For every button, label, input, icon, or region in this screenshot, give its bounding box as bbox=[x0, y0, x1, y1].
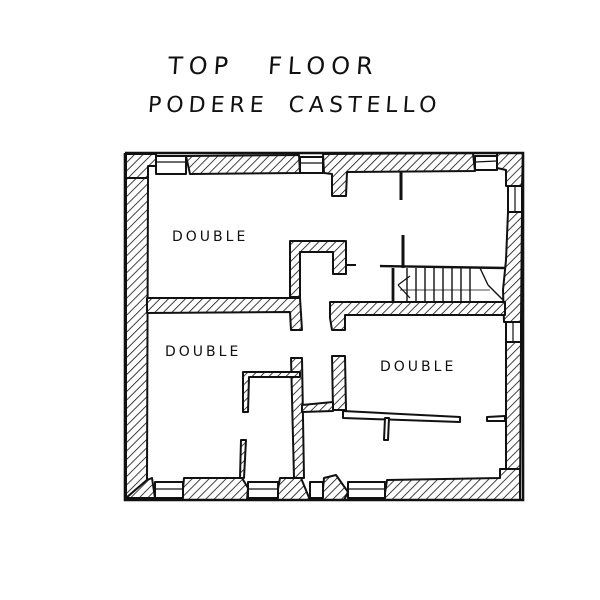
left-wall bbox=[125, 177, 149, 499]
window-icon bbox=[347, 481, 386, 499]
top-windows bbox=[155, 155, 498, 175]
window-icon bbox=[309, 481, 324, 499]
bottom-windows bbox=[154, 481, 386, 499]
window-icon bbox=[247, 481, 279, 499]
interior-wall-corridor-block bbox=[289, 240, 347, 298]
interior-wall-middle-right-vertical bbox=[331, 355, 347, 411]
right-wall bbox=[502, 209, 523, 501]
window-icon bbox=[154, 481, 184, 499]
outer-frame bbox=[123, 151, 525, 502]
window-icon bbox=[155, 155, 187, 175]
interior-wall-middle-vertical bbox=[290, 357, 305, 479]
window-icon bbox=[474, 155, 498, 171]
room-label-bottom-right: DOUBLE bbox=[380, 359, 457, 375]
window-icon bbox=[299, 156, 324, 174]
interior-wall-connector bbox=[301, 401, 334, 413]
interior-wall-bottom-right bbox=[342, 410, 506, 441]
room-label-top-left: DOUBLE bbox=[172, 229, 249, 245]
interior-wall-closet-lower bbox=[239, 439, 247, 479]
interior-wall-closet bbox=[242, 371, 301, 413]
interior-wall-right-horizontal bbox=[329, 301, 506, 331]
room-label-bottom-left: DOUBLE bbox=[165, 344, 242, 360]
interior-wall-left-horizontal bbox=[146, 297, 303, 331]
staircase-icon bbox=[379, 264, 506, 302]
